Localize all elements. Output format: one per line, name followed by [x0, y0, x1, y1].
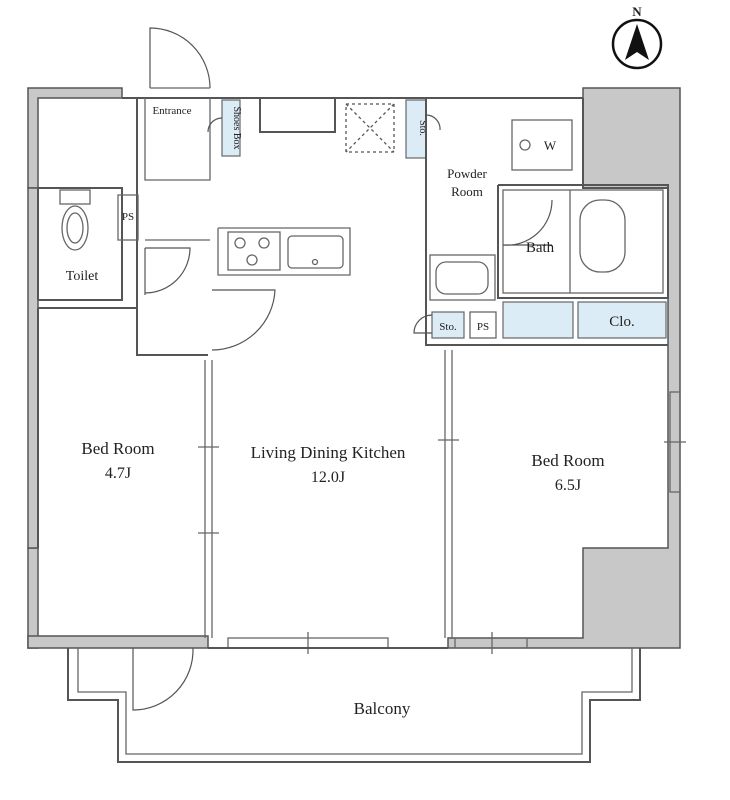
toilet-icon — [59, 189, 91, 251]
left-lower-column — [27, 547, 39, 649]
ps-left-label: PS — [122, 211, 134, 223]
right-wall-upper — [582, 98, 668, 189]
entrance-wall-left — [136, 98, 208, 356]
bedroom-left-name: Bed Room — [81, 439, 154, 458]
ps-left-shaft — [117, 194, 139, 241]
toilet-walls — [38, 187, 123, 301]
bathtub-icon — [579, 199, 626, 273]
kitchen — [211, 98, 395, 351]
room-labels: Bed Room 4.7J Living Dining Kitchen 12.0… — [81, 439, 604, 494]
bedroom-right-window — [454, 637, 528, 649]
closet-right — [577, 301, 667, 339]
bottom-left-structure — [27, 635, 209, 649]
partitions — [38, 307, 686, 638]
sto-bottom-label: Sto. — [439, 321, 457, 333]
compass-label: N — [632, 4, 642, 19]
balcony-label: Balcony — [354, 699, 411, 718]
shoes-box — [221, 99, 241, 157]
bottom-windows — [208, 632, 528, 654]
left-structure — [27, 87, 123, 189]
balcony: Balcony — [67, 647, 641, 763]
sto-top-door — [425, 114, 441, 131]
washer-icon — [511, 119, 573, 171]
stove-icon — [227, 231, 281, 271]
closet-label: Clo. — [609, 314, 634, 330]
bath-door — [502, 199, 553, 246]
ldk-name: Living Dining Kitchen — [251, 443, 406, 462]
balcony-door — [132, 647, 194, 711]
balcony-inner — [77, 648, 633, 755]
entrance-area: Entrance Shoes Box — [136, 27, 242, 356]
washbasin-icon — [429, 254, 496, 301]
compass: N — [611, 4, 663, 70]
bath-label: Bath — [526, 240, 555, 256]
ventilation-box — [345, 103, 395, 153]
north-arrow-icon — [625, 24, 649, 60]
ps-right-label: PS — [477, 321, 489, 333]
sto-bottom-door — [413, 314, 433, 334]
hall-door — [211, 289, 276, 351]
sto-bottom-box — [431, 311, 465, 339]
entrance-label: Entrance — [152, 105, 191, 117]
powder-room-label-2: Room — [451, 184, 483, 199]
ps-right-shaft — [469, 311, 497, 339]
entrance-door — [149, 27, 211, 89]
kitchen-counter — [217, 227, 351, 276]
kitchen-top-wall — [259, 98, 336, 133]
shoes-box-label: Shoes Box — [231, 106, 242, 149]
bedroom-right-name: Bed Room — [531, 451, 604, 470]
sink-icon — [287, 235, 344, 269]
shoes-box-door — [207, 117, 223, 133]
compass-ring — [611, 18, 663, 70]
balcony-outline — [67, 648, 641, 763]
closet-left — [502, 301, 574, 339]
bath-inner — [502, 189, 664, 294]
bedroom-right-size: 6.5J — [555, 477, 581, 494]
powder-room-label-1: Powder — [447, 166, 487, 181]
toilet-room: PS Toilet — [38, 187, 146, 301]
powder-bath-area: W Powder Room Bath Sto. PS Clo. — [413, 98, 669, 346]
toilet-label: Toilet — [66, 269, 99, 284]
washer-label: W — [544, 138, 557, 153]
outer-walls — [37, 97, 668, 548]
entrance-inner-door — [144, 247, 191, 294]
left-outer-wall — [27, 187, 39, 549]
storage-top: Sto. — [405, 99, 441, 159]
sto-top-label: Sto. — [417, 120, 428, 136]
entrance-wall-inner — [144, 98, 211, 181]
powder-left-wall — [425, 98, 668, 346]
ldk-size: 12.0J — [311, 469, 345, 486]
bedroom-left-size: 4.7J — [105, 465, 131, 482]
bath-walls — [497, 184, 669, 299]
